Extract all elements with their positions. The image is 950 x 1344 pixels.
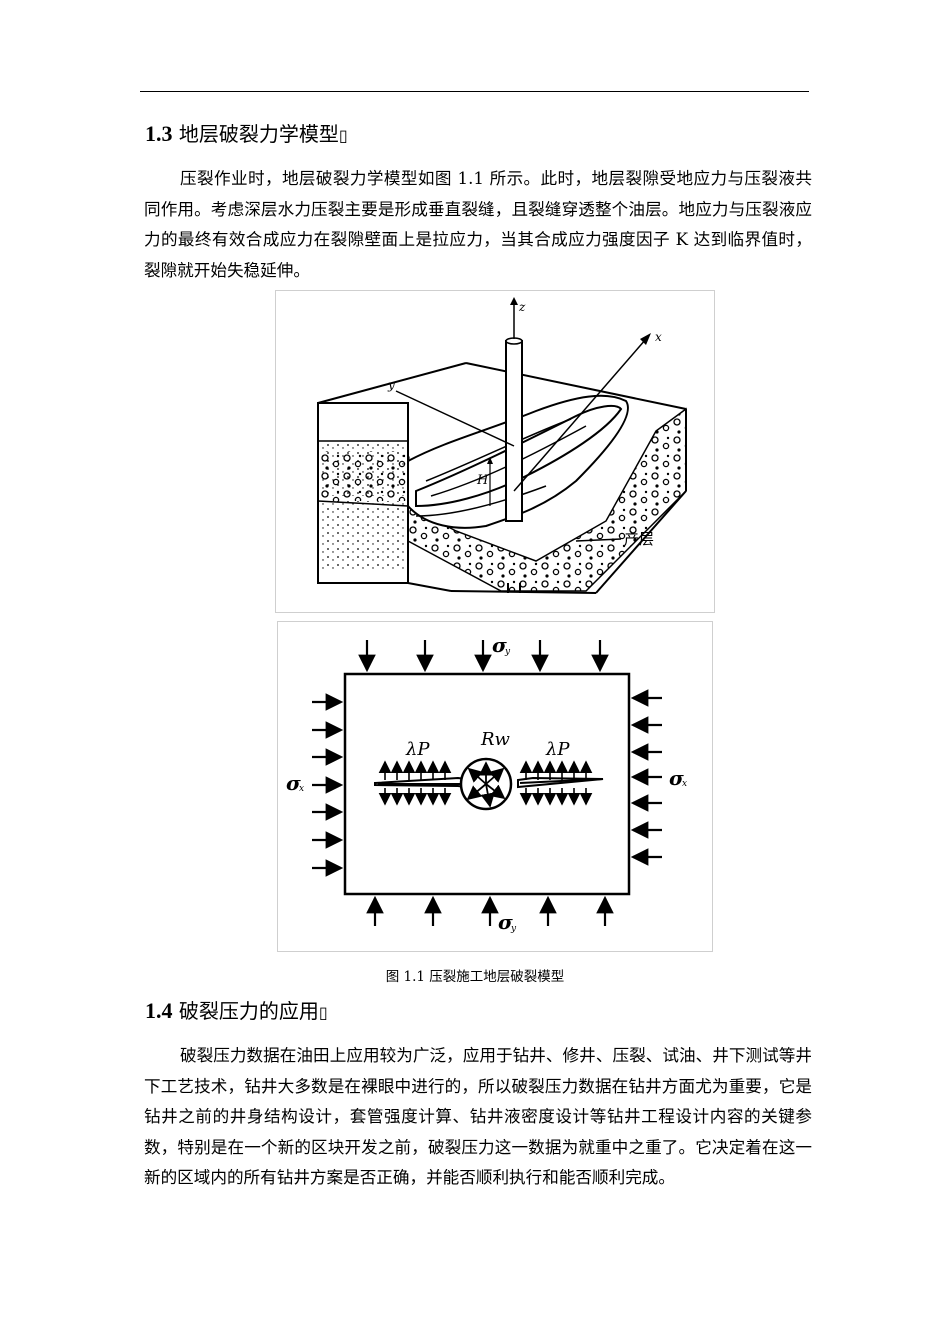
lambda-p-right-label: λP bbox=[545, 739, 570, 760]
paragraph-text: 压裂作业时，地层破裂力学模型如图 1.1 所示。此时，地层裂隙受地应力与压裂液共… bbox=[144, 169, 812, 280]
paragraph-1-4: 破裂压力数据在油田上应用较为广泛，应用于钻井、修井、压裂、试油、井下测试等井下工… bbox=[144, 1041, 812, 1194]
section-number: 1.3 bbox=[145, 121, 173, 146]
header-rule bbox=[140, 91, 809, 92]
layer-label: 产层 bbox=[624, 530, 654, 548]
sigma-y-bottom-subscript: y bbox=[510, 924, 517, 934]
rw-label: Rw bbox=[480, 729, 511, 750]
figure-stress-diagram: σ y σ y σ x σ x Rw λP λP bbox=[277, 621, 713, 952]
section-title: 破裂压力的应用 bbox=[178, 999, 319, 1023]
section-heading-1-4: 1.4 破裂压力的应用▯ bbox=[145, 998, 328, 1026]
axis-z-label: z bbox=[518, 300, 526, 314]
section-number: 1.4 bbox=[145, 998, 173, 1023]
figure-3d-fracture-model: z x y H 产层 bbox=[275, 290, 715, 613]
sigma-x-left-label: σ bbox=[286, 771, 301, 795]
section-heading-1-3: 1.3 地层破裂力学模型▯ bbox=[145, 121, 348, 149]
paragraph-text: 破裂压力数据在油田上应用较为广泛，应用于钻井、修井、压裂、试油、井下测试等井下工… bbox=[144, 1046, 812, 1187]
stress-diagram-illustration: σ y σ y σ x σ x Rw λP λP bbox=[286, 633, 687, 934]
axis-x-label: x bbox=[655, 330, 662, 344]
sigma-y-top-subscript: y bbox=[504, 647, 511, 657]
section-title: 地层破裂力学模型 bbox=[178, 122, 339, 146]
missing-glyph-box: ▯ bbox=[338, 126, 348, 145]
sigma-y-bottom-label: σ bbox=[498, 910, 513, 934]
paragraph-1-3: 压裂作业时，地层破裂力学模型如图 1.1 所示。此时，地层裂隙受地应力与压裂液共… bbox=[144, 164, 812, 286]
height-label: H bbox=[476, 473, 489, 488]
axis-y-label: y bbox=[387, 378, 395, 392]
sigma-x-right-label: σ bbox=[669, 766, 684, 790]
missing-glyph-box: ▯ bbox=[318, 1003, 328, 1022]
sigma-y-top-label: σ bbox=[492, 633, 507, 657]
sigma-x-left-subscript: x bbox=[299, 784, 304, 794]
lambda-p-left-label: λP bbox=[405, 739, 430, 760]
sigma-x-right-subscript: x bbox=[682, 779, 687, 789]
fracture-3d-illustration: z x y H 产层 bbox=[317, 297, 714, 594]
figure-caption: 图 1.1 压裂施工地层破裂模型 bbox=[385, 969, 565, 985]
